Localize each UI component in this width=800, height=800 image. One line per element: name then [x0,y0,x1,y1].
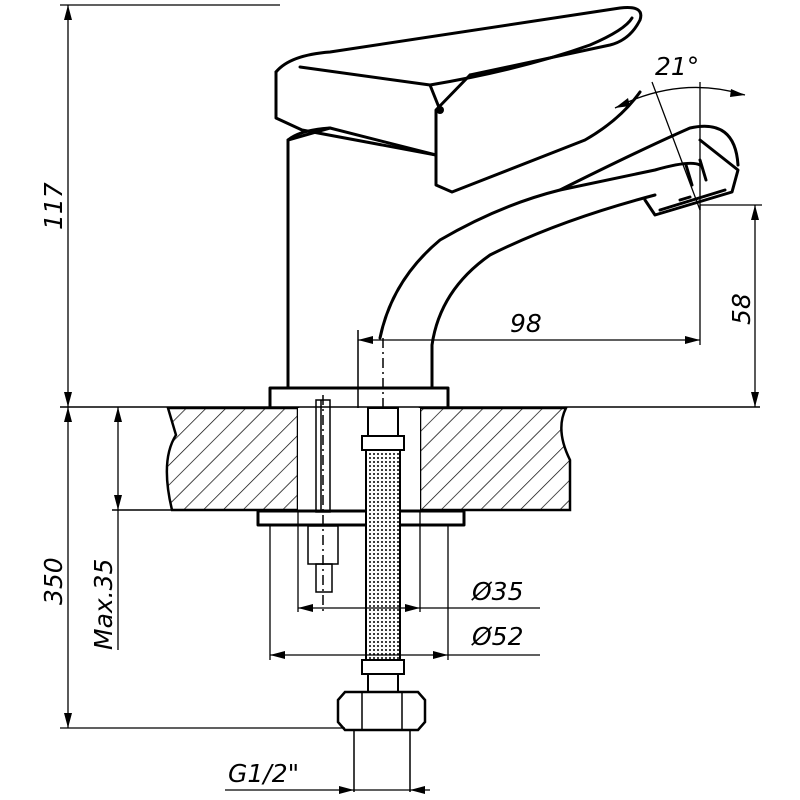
spout-height-label: 58 [727,293,756,325]
flexible-hose [336,407,427,792]
height-above-counter-label: 117 [39,182,68,230]
dimension-d35: Ø35 [297,510,540,612]
dimension-angle: 21° [614,52,746,211]
centre-lines [322,330,384,612]
hose-length-label: 350 [39,557,68,605]
spout-reach-label: 98 [510,309,542,338]
base-diameter-label: Ø52 [471,622,524,651]
max-thickness-label: Max.35 [89,559,118,650]
dimension-98: 98 [358,205,701,345]
mount-hole-diameter-label: Ø35 [471,577,524,606]
dimension-d52: Ø52 [269,525,540,660]
countertop [60,406,760,512]
dimension-58: 58 [700,204,762,407]
dimension-max35: Max.35 [89,407,122,650]
spout-angle-label: 21° [655,52,699,81]
dimension-117: 117 [39,4,280,407]
faucet-body [268,6,740,409]
dimension-350: 350 [39,407,345,729]
connection-thread-label: G1/2" [228,759,299,788]
dimension-thread: G1/2" [225,759,430,794]
